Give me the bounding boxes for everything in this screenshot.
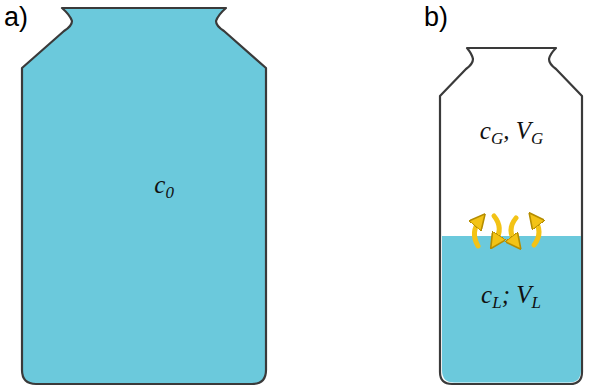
panel-letter: a) [4,2,28,33]
large-jar: c0 [18,6,270,386]
panel-letter: b) [424,2,448,33]
quantity-label: cL; VL [481,281,541,309]
small-jar: cG, VG cL; VL [436,46,587,386]
quantity-label: c0 [154,171,174,199]
liquid-phase: cL; VL [442,236,581,383]
quantity-label: cG, VG [480,117,543,145]
large-jar-outline [18,6,270,386]
liquid-phase-outline [442,236,581,383]
